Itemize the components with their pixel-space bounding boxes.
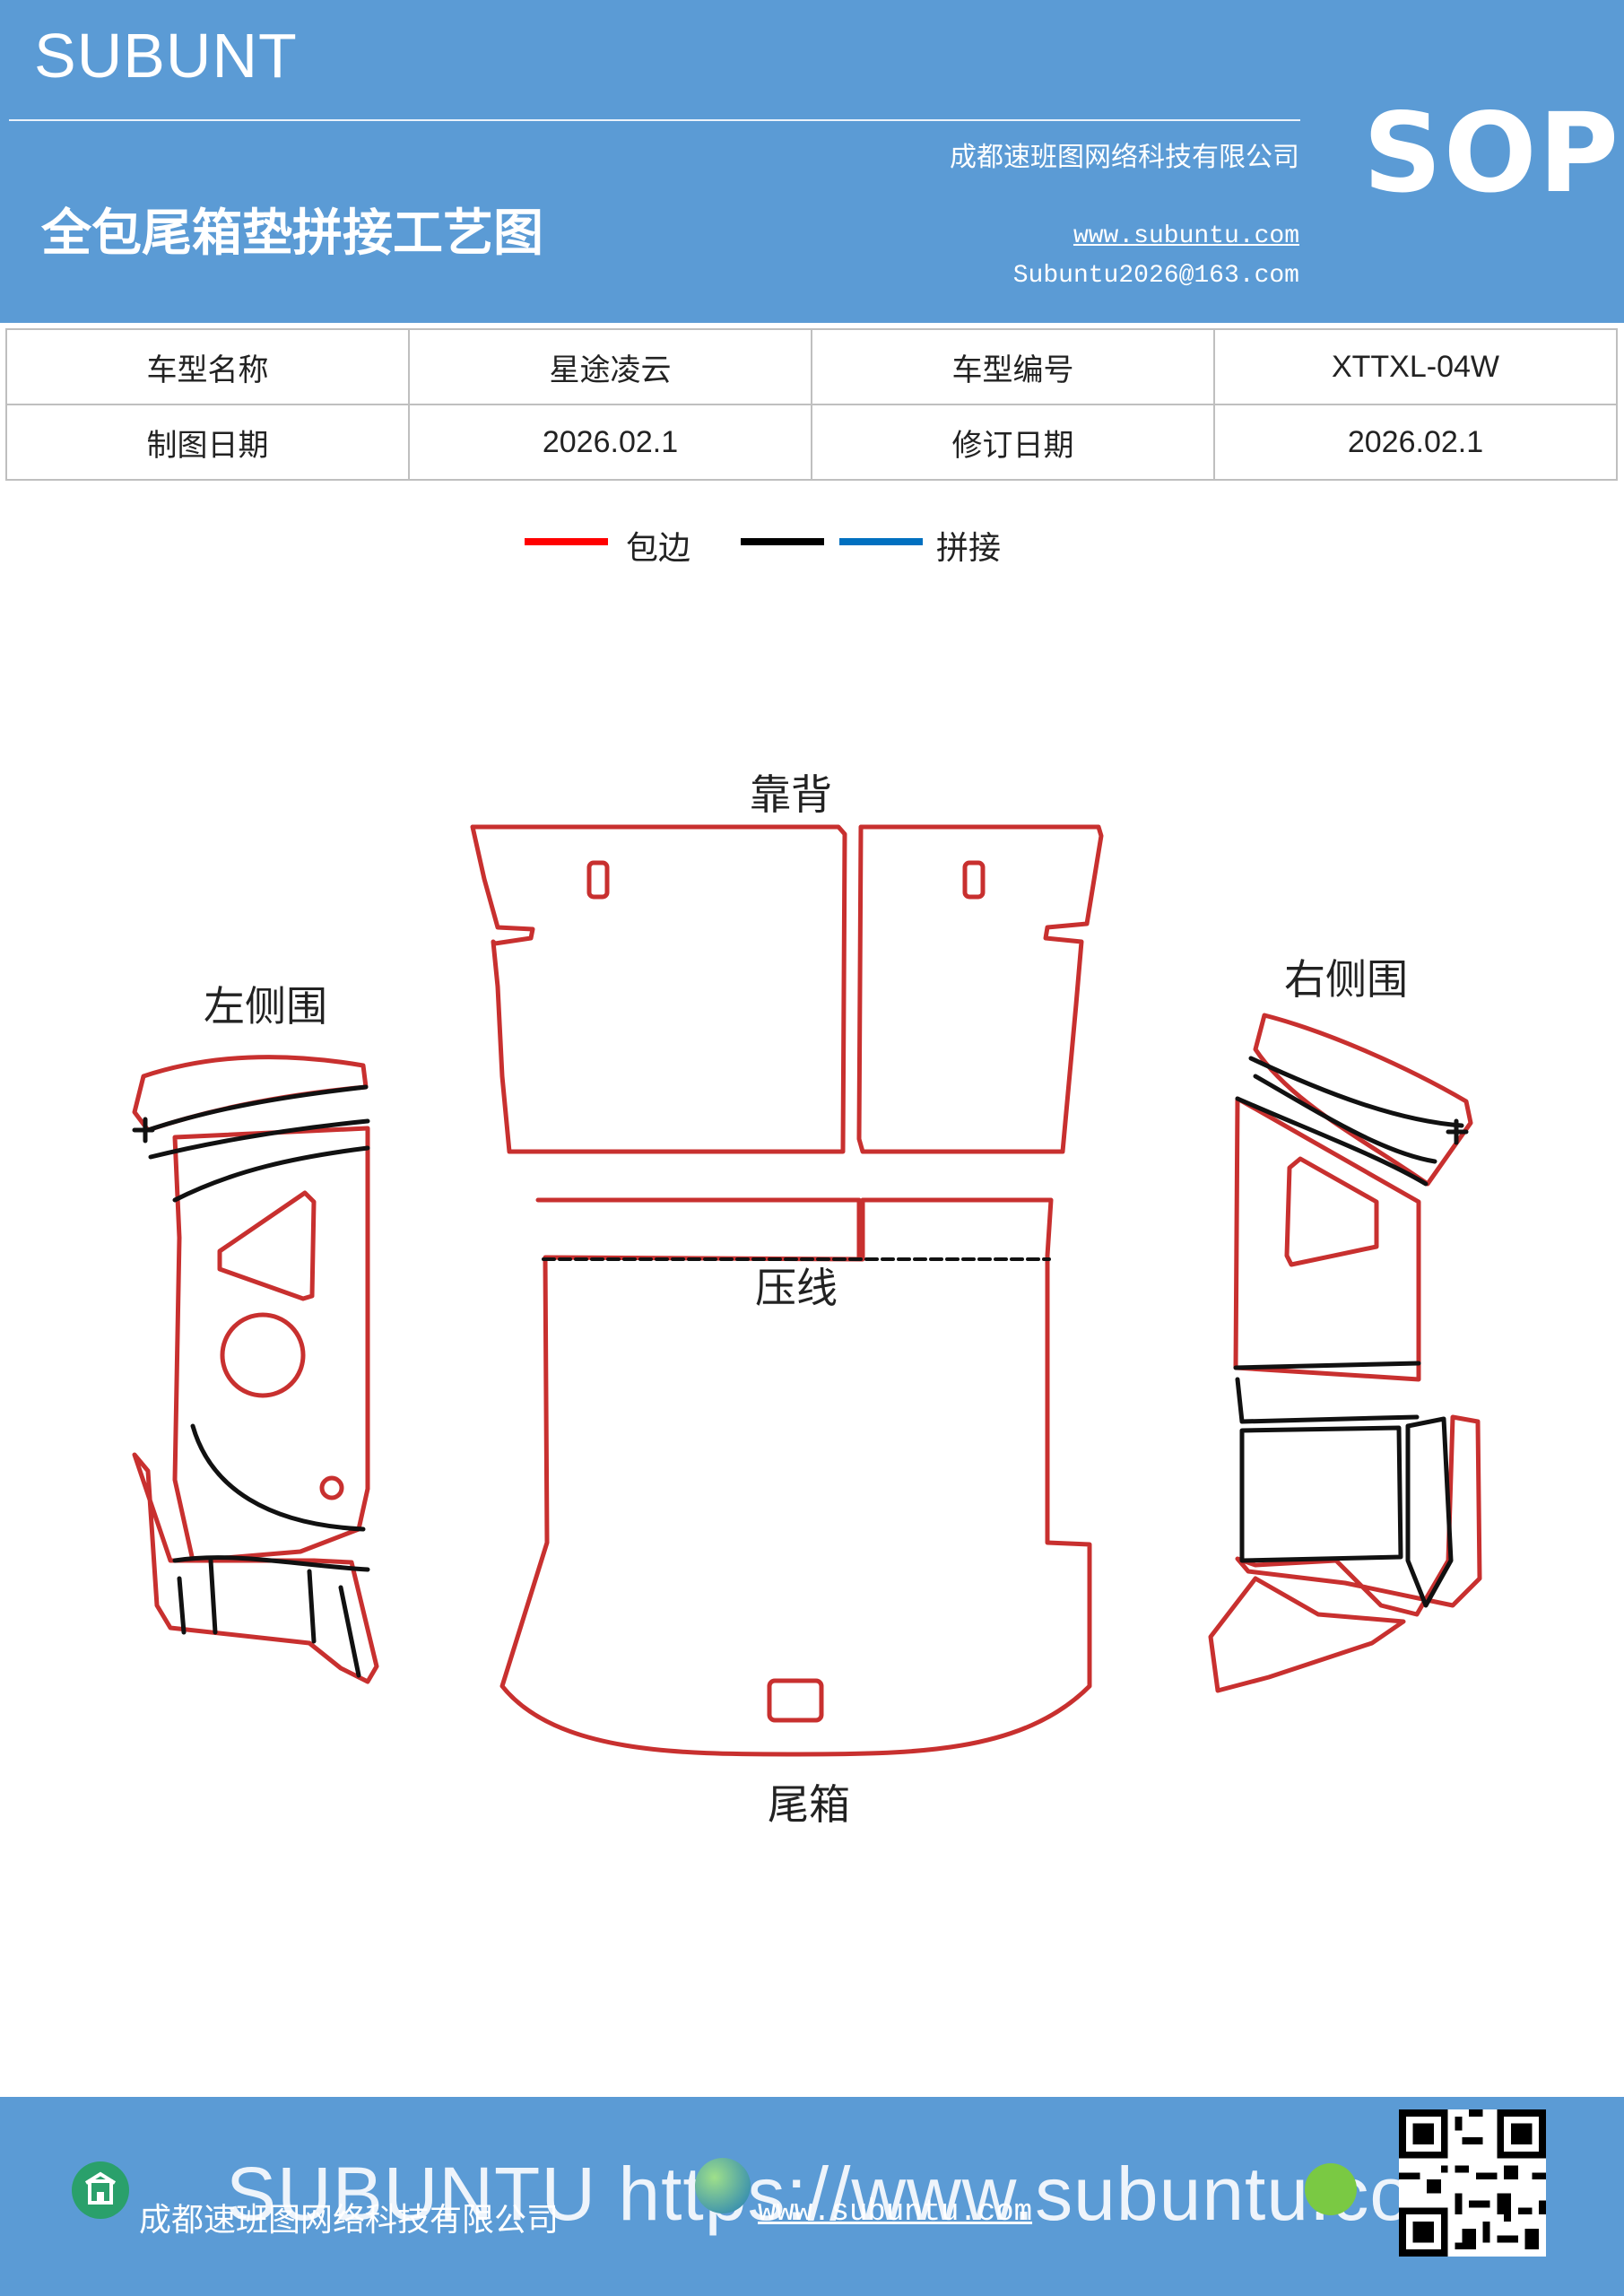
right-side-foot — [1208, 1576, 1406, 1693]
document-title: 全包尾箱垫拼接工艺图 — [41, 204, 543, 263]
email-address: Subuntu2026@163.com — [1012, 262, 1299, 290]
label-right-side: 右侧围 — [1284, 955, 1408, 1004]
header-banner: SUBUNT SOP 成都速班图网络科技有限公司 全包尾箱垫拼接工艺图 www.… — [0, 0, 1624, 323]
trunk-mat — [499, 1197, 1092, 1757]
left-side-top — [132, 1055, 369, 1133]
header-divider — [9, 119, 1300, 121]
legend-edge-swatch — [525, 538, 608, 545]
brand-name: SUBUNT — [34, 21, 298, 91]
table-row: 制图日期 2026.02.1 修订日期 2026.02.1 — [5, 404, 1618, 481]
right-seam-mid-3 — [1405, 1416, 1454, 1608]
company-name: 成都速班图网络科技有限公司 — [950, 142, 1299, 173]
globe-icon — [695, 2158, 751, 2213]
footer-company: 成都速班图网络科技有限公司 — [139, 2202, 560, 2239]
diagram-labels: 靠背 左侧围 右侧围 压线 尾箱 — [204, 770, 1408, 1829]
vehicle-info-table: 车型名称 星途凌云 车型编号 XTTXL-04W 制图日期 2026.02.1 … — [5, 328, 1618, 481]
backrest-right-panel — [856, 824, 1104, 1154]
left-side-main — [172, 1126, 370, 1563]
table-row: 车型名称 星途凌云 车型编号 XTTXL-04W — [5, 328, 1618, 405]
footer-website-link[interactable]: www.subuntu.com — [758, 2196, 1033, 2230]
label-cell: 修订日期 — [811, 404, 1215, 481]
left-tab-mark — [132, 1117, 155, 1144]
value-cell: 2026.02.1 — [1213, 404, 1618, 481]
right-tab-mark — [1446, 1118, 1469, 1145]
label-trunk: 尾箱 — [768, 1780, 850, 1829]
label-cell: 制图日期 — [5, 404, 410, 481]
footer-banner: SUBUNTU https://www.subuntu.com 成都速班图网络科… — [0, 2097, 1624, 2296]
right-seam-mid-1 — [1233, 1361, 1421, 1424]
left-seam-top — [145, 1084, 369, 1133]
right-seam-top — [1235, 1096, 1429, 1187]
backrest-left-slot — [586, 860, 610, 900]
legend-seam-swatch-black — [741, 538, 824, 545]
right-side-triangle — [1284, 1156, 1379, 1267]
value-cell: 星途凌云 — [408, 328, 812, 405]
right-seam-2 — [1248, 1056, 1464, 1128]
value-cell: XTTXL-04W — [1213, 328, 1618, 405]
qr-code-pattern — [1399, 2109, 1546, 2257]
left-side-circle — [220, 1312, 306, 1398]
qr-code[interactable] — [1399, 2109, 1546, 2257]
left-seam-lower-2 — [172, 1555, 370, 1572]
legend: 包边 拼接 — [0, 520, 1624, 574]
legend-edge-label: 包边 — [626, 530, 691, 567]
legend-seam-swatch-blue — [839, 538, 923, 545]
wechat-icon — [1305, 2163, 1357, 2215]
backrest-right-slot — [962, 860, 986, 900]
right-seam-mid-2 — [1239, 1425, 1403, 1563]
left-side-hole — [319, 1475, 344, 1500]
trunk-handle-slot — [767, 1678, 824, 1723]
label-cell: 车型名称 — [5, 328, 410, 405]
value-cell: 2026.02.1 — [408, 404, 812, 481]
left-seam-lower-1 — [190, 1423, 366, 1532]
label-left-side: 左侧围 — [204, 982, 327, 1031]
sop-badge: SOP — [1363, 90, 1620, 217]
right-side-main — [1233, 1096, 1421, 1382]
footer-watermark: SUBUNTU https://www.subuntu.com — [226, 2152, 1477, 2236]
website-link[interactable]: www.subuntu.com — [1073, 222, 1299, 250]
right-side-top — [1253, 1013, 1473, 1187]
left-seam-lower-3 — [177, 1558, 361, 1678]
backrest-left-panel — [470, 824, 847, 1154]
legend-seam-label: 拼接 — [936, 530, 1002, 567]
seam-lines — [132, 1056, 1469, 1678]
left-seam-2 — [148, 1118, 370, 1160]
building-icon — [72, 2161, 129, 2219]
left-seam-3 — [172, 1145, 370, 1203]
label-cell: 车型编号 — [811, 328, 1215, 405]
right-seam-3 — [1253, 1074, 1437, 1164]
label-crease: 压线 — [755, 1264, 838, 1312]
label-backrest: 靠背 — [750, 770, 832, 819]
left-side-triangle — [217, 1190, 317, 1301]
